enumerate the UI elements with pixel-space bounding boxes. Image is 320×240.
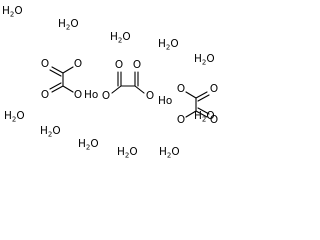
- holmium-atom: Ho: [84, 89, 98, 101]
- bond-c-o-single: [62, 66, 74, 74]
- oxalate-middle: O O O O: [102, 59, 154, 102]
- water-label: H2O: [78, 138, 99, 152]
- water-label: H2O: [2, 5, 23, 19]
- oxygen-atom: O: [41, 89, 49, 101]
- water-label: H2O: [194, 110, 215, 124]
- bond-c-o-double: [49, 82, 62, 90]
- bond-c-o-single: [62, 85, 74, 93]
- holmium-atom: Ho: [158, 95, 172, 107]
- hydrated-oxalate-structure: H2O H2O H2O H2O H2O H2O H2O H2O H2O H2O …: [2, 5, 218, 160]
- oxygen-atom: O: [115, 59, 123, 71]
- bond-c-o-single: [185, 91, 197, 99]
- bond-c-o-double: [197, 94, 210, 102]
- oxygen-atom: O: [210, 83, 218, 95]
- bond-c-o-single: [111, 85, 122, 94]
- oxygen-atom: O: [41, 58, 49, 70]
- bond-c-o-single: [134, 85, 145, 94]
- oxalate-right: O O O O: [177, 83, 218, 126]
- water-label: H2O: [58, 18, 79, 32]
- water-label: H2O: [158, 38, 179, 52]
- water-label: H2O: [194, 53, 215, 67]
- oxygen-atom: O: [133, 59, 141, 71]
- oxalate-left: O O O O: [41, 58, 82, 101]
- water-label: H2O: [159, 146, 180, 160]
- water-label: H2O: [110, 31, 131, 45]
- oxygen-atom: O: [146, 90, 154, 102]
- bond-c-o-double: [49, 69, 62, 77]
- bond-c-o-double: [197, 107, 210, 115]
- water-label: H2O: [4, 110, 25, 124]
- bond-c-o-single: [185, 110, 197, 118]
- oxygen-atom: O: [177, 114, 185, 126]
- oxygen-atom: O: [102, 90, 110, 102]
- oxygen-atom: O: [74, 58, 82, 70]
- bond-c-o-double: [51, 66, 64, 74]
- bond-c-o-double: [195, 110, 208, 118]
- water-label: H2O: [117, 146, 138, 160]
- water-label: H2O: [40, 125, 61, 139]
- oxygen-atom: O: [177, 83, 185, 95]
- bond-c-o-double: [51, 85, 64, 93]
- water-molecules: H2O H2O H2O H2O H2O H2O H2O H2O H2O H2O …: [2, 5, 215, 160]
- oxygen-atom: O: [210, 114, 218, 126]
- bond-c-o-double: [195, 91, 208, 99]
- oxygen-atom: O: [74, 89, 82, 101]
